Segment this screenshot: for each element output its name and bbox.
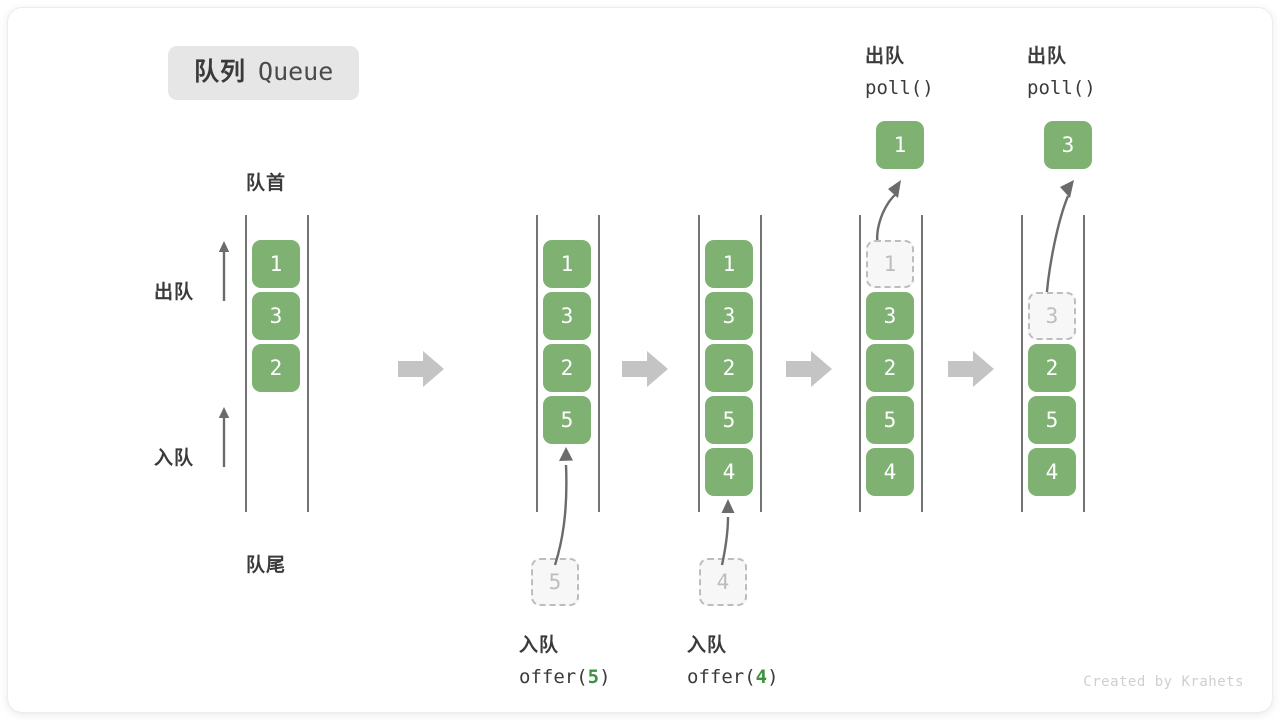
queue-cell: 3 <box>252 292 300 340</box>
column-caption-code: offer(5) <box>519 666 611 688</box>
queue-cell: 1 <box>252 240 300 288</box>
rail-left <box>698 215 700 512</box>
step-arrow-icon <box>786 351 832 387</box>
enqueue-motion-arrow-icon <box>553 447 573 566</box>
rail-right <box>760 215 762 512</box>
rail-left <box>1021 215 1023 512</box>
ghost-cell: 3 <box>1028 292 1076 340</box>
popped-cell: 3 <box>1044 121 1092 169</box>
title-badge: 队列 Queue <box>168 46 360 100</box>
queue-cell: 2 <box>705 344 753 392</box>
ghost-cell: 4 <box>699 558 747 606</box>
poll-caption-code: poll() <box>1027 77 1096 99</box>
ghost-cell: 5 <box>531 558 579 606</box>
rail-left <box>536 215 538 512</box>
front-label: 队首 <box>246 173 287 194</box>
popped-cell: 1 <box>876 121 924 169</box>
caption-arg: 4 <box>755 666 768 688</box>
diagram-canvas: 队列 Queue 队首 队尾 出队 入队 1 3 2 1 3 2 5 5 <box>8 8 1272 712</box>
title-en: Queue <box>258 57 334 86</box>
enqueue-label: 入队 <box>154 448 195 469</box>
rail-right <box>598 215 600 512</box>
rear-label: 队尾 <box>246 555 287 576</box>
queue-cell: 4 <box>866 448 914 496</box>
queue-cell: 3 <box>866 292 914 340</box>
poll-caption-cn: 出队 <box>1027 46 1068 67</box>
ghost-cell: 1 <box>866 240 914 288</box>
queue-cell: 2 <box>1028 344 1076 392</box>
dequeue-up-arrow-icon <box>218 241 230 301</box>
poll-caption-code: poll() <box>865 77 934 99</box>
rail-left <box>245 215 247 512</box>
enqueue-up-arrow-icon <box>218 407 230 467</box>
title-cn: 队列 <box>194 58 247 86</box>
queue-cell: 1 <box>543 240 591 288</box>
queue-cell: 1 <box>705 240 753 288</box>
enqueue-motion-arrow-icon <box>720 499 735 566</box>
queue-cell: 5 <box>1028 396 1076 444</box>
queue-cell: 5 <box>866 396 914 444</box>
queue-cell: 2 <box>252 344 300 392</box>
caption-arg: 5 <box>587 666 600 688</box>
dequeue-label: 出队 <box>154 282 195 303</box>
rail-left <box>859 215 861 512</box>
dequeue-motion-arrow-icon <box>1044 180 1074 305</box>
poll-caption-cn: 出队 <box>865 46 906 67</box>
queue-cell: 4 <box>1028 448 1076 496</box>
column-caption-cn: 入队 <box>687 635 728 656</box>
step-arrow-icon <box>398 351 444 387</box>
column-caption-cn: 入队 <box>519 635 560 656</box>
step-arrow-icon <box>948 351 994 387</box>
queue-cell: 5 <box>705 396 753 444</box>
queue-cell: 2 <box>543 344 591 392</box>
rail-right <box>307 215 309 512</box>
queue-cell: 3 <box>543 292 591 340</box>
rail-right <box>1083 215 1085 512</box>
watermark: Created by Krahets <box>1083 674 1244 690</box>
queue-cell: 2 <box>866 344 914 392</box>
queue-cell-new: 4 <box>705 448 753 496</box>
column-caption-code: offer(4) <box>687 666 779 688</box>
queue-cell-new: 5 <box>543 396 591 444</box>
step-arrow-icon <box>622 351 668 387</box>
queue-cell: 3 <box>705 292 753 340</box>
rail-right <box>921 215 923 512</box>
